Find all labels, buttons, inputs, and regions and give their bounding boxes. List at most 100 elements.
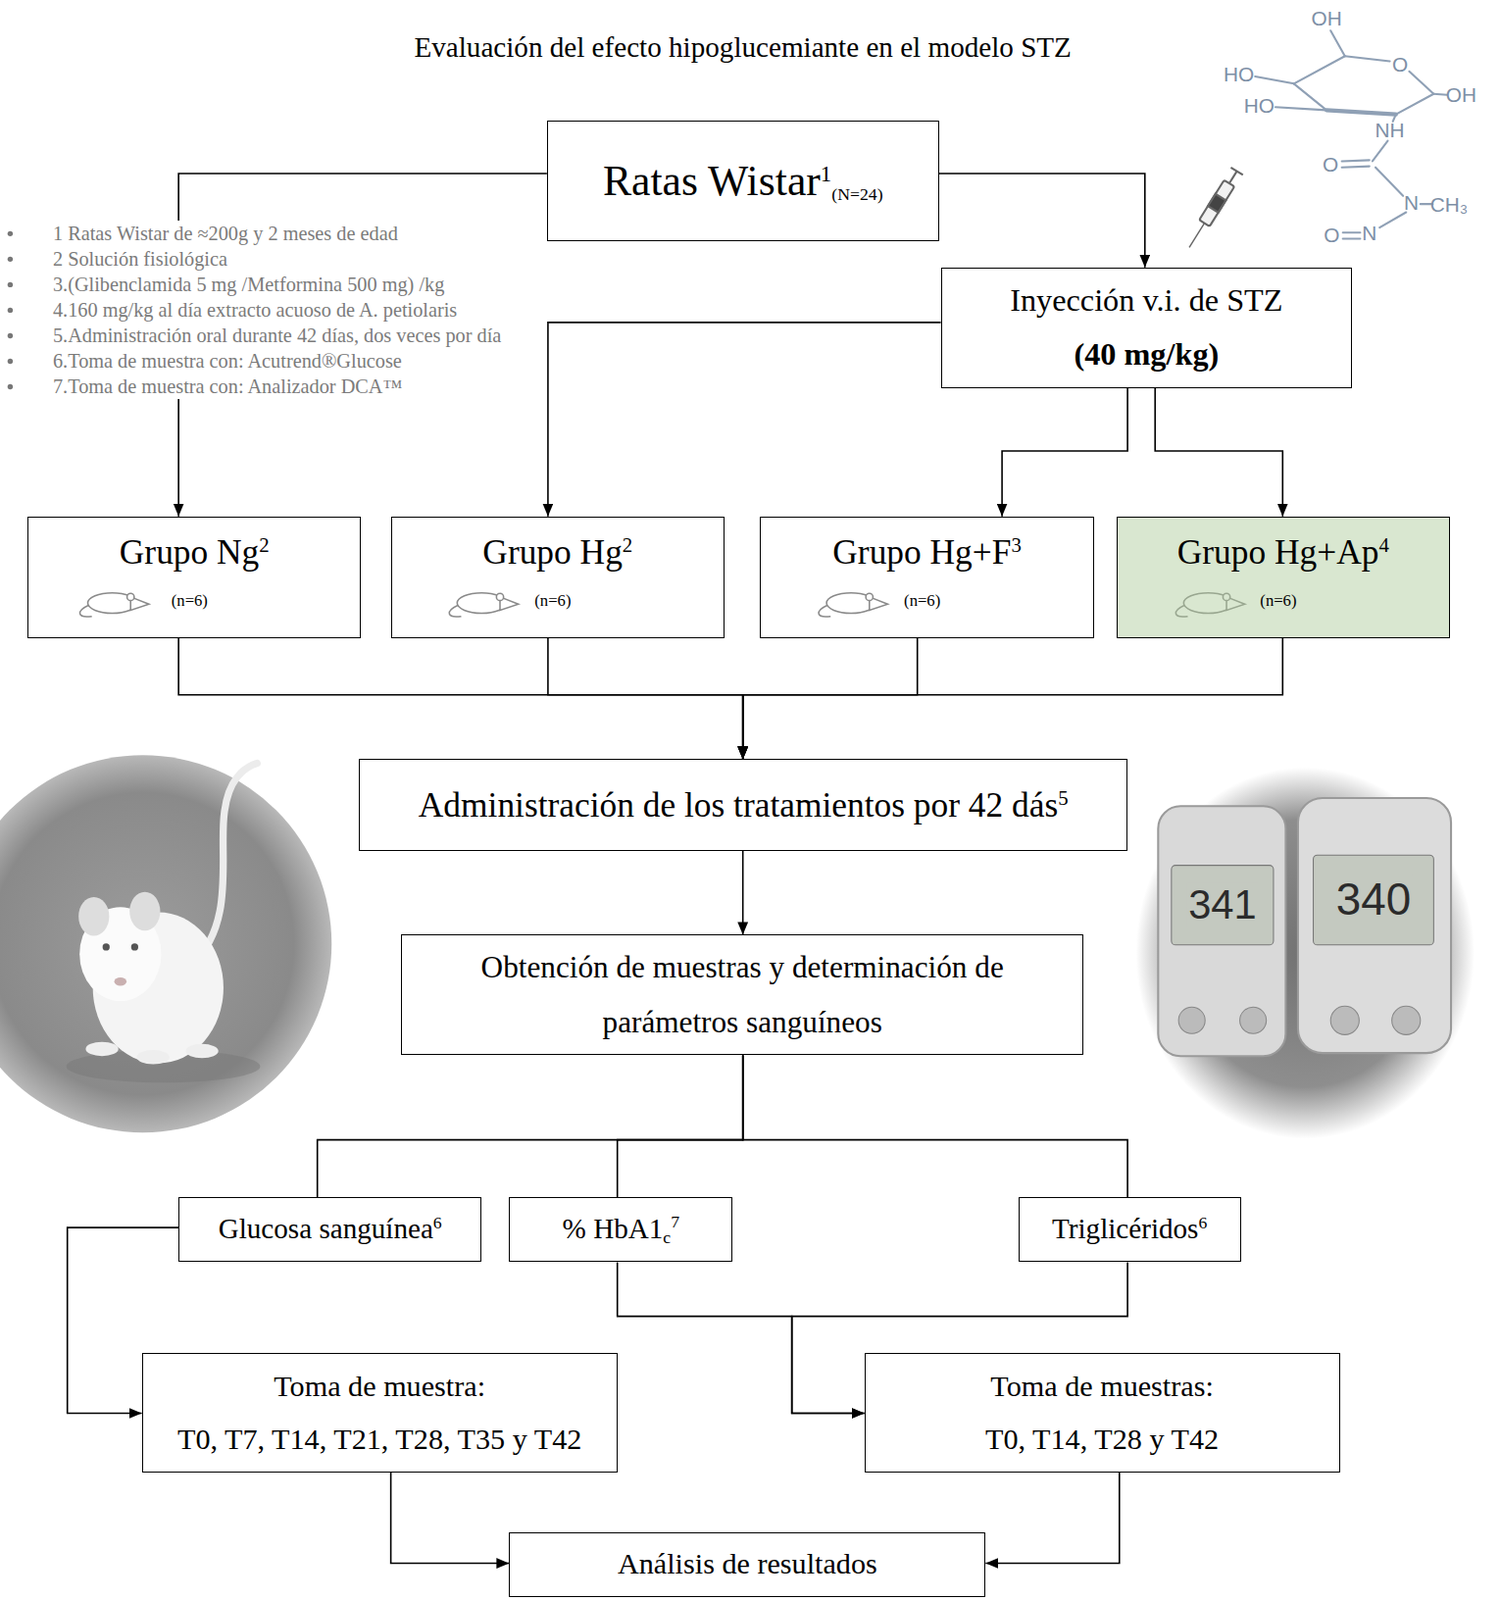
connector: [743, 638, 918, 760]
group-box: Grupo Hg2(n=6): [391, 516, 725, 639]
footnote-bullets: [7, 307, 13, 313]
rat-icon: [79, 593, 1245, 617]
streptozotocin-structure: [1275, 106, 1327, 110]
text-line: Toma de muestra:: [273, 1359, 486, 1413]
footnote-ref: 5: [1057, 786, 1068, 810]
atom-label: O: [1392, 52, 1408, 76]
rat-photo: [185, 1044, 218, 1059]
footnote-bullets: [7, 282, 13, 288]
rat-photo: [85, 1042, 118, 1057]
box-text: (n=6): [534, 591, 571, 610]
glucometer-photo: [1298, 798, 1451, 1053]
box-text: Toma de muestra:: [273, 1369, 486, 1403]
rat-icon: [456, 593, 506, 614]
rat-icon: [496, 593, 503, 600]
footnote-bullets: [7, 256, 13, 262]
streptozotocin-structure: [1342, 159, 1370, 161]
glucometer-photo: [1157, 805, 1286, 1056]
text-line: Administración de los tratamientos por 4…: [418, 782, 1069, 828]
connector: [985, 1472, 1119, 1564]
text-line: Glucosa sanguínea6: [218, 1210, 443, 1249]
subscript-text: (N=24): [831, 184, 883, 204]
streptozotocin-structure: [1294, 83, 1327, 110]
footnote-ref: 1: [820, 161, 832, 187]
footnote-ref: 7: [670, 1211, 680, 1232]
text-line: (n=6): [392, 591, 724, 612]
streptozotocin-structure: [1396, 94, 1435, 115]
glucometer-photo: [1313, 854, 1435, 946]
connector: [548, 638, 744, 760]
atom-label: O: [1323, 224, 1340, 248]
footnote-bullets: [7, 231, 13, 391]
rat-photo: [0, 754, 332, 1133]
group-box: Grupo Hg+Ap4(n=6): [1116, 516, 1450, 639]
process-box: Obtención de muestras y determinación de…: [400, 934, 1084, 1055]
footnote-ref: 6: [433, 1212, 443, 1233]
rat-icon: [449, 593, 518, 617]
rat-icon: [88, 593, 138, 614]
footnote: 6.Toma de muestra con: Acutrend®Glucose: [49, 348, 406, 374]
measure-box: Triglicéridos6: [1018, 1197, 1242, 1263]
atom-label: CH₃: [1430, 194, 1469, 217]
meter-reading: 340: [1334, 875, 1413, 925]
footnote: 3.(Glibenclamida 5 mg /Metformina 500 mg…: [49, 271, 449, 298]
rat-photo: [131, 943, 139, 950]
box-text: Toma de muestras:: [990, 1369, 1213, 1403]
diagram-title: Evaluación del efecto hipoglucemiante en…: [334, 29, 1151, 66]
box-text: (n=6): [903, 591, 941, 610]
result-box: Análisis de resultados: [508, 1532, 986, 1598]
text-line: Inyección v.i. de STZ: [1009, 273, 1283, 328]
rat-icon: [127, 593, 135, 600]
text-line: Obtención de muestras y determinación de…: [436, 940, 1049, 1050]
text-line: Grupo Hg+F3: [832, 529, 1022, 575]
streptozotocin-structure: [1343, 231, 1361, 234]
streptozotocin-structure: [1342, 166, 1370, 168]
footnote-bullets: [7, 358, 13, 364]
connector: [317, 1054, 744, 1198]
connector: [391, 1472, 510, 1564]
footnote-ref: 4: [1378, 533, 1389, 557]
footnote-bullets: [7, 384, 13, 390]
footnote-ref: 3: [1010, 533, 1021, 557]
connector: [178, 638, 744, 760]
connector: [617, 1054, 744, 1198]
glucometer-photo: [1392, 1005, 1421, 1035]
footnote: 2 Solución fisiológica: [49, 246, 232, 272]
text-line: Grupo Ng2: [119, 529, 270, 575]
footnote: 5.Administración oral durante 42 días, d…: [49, 322, 505, 349]
glucometer-photo: [1135, 767, 1475, 1140]
box-text: Análisis de resultados: [617, 1547, 878, 1581]
process-box: Inyección v.i. de STZ (40 mg/kg): [941, 267, 1352, 389]
footnote-bullets: [7, 231, 13, 237]
box-text: % HbA1: [562, 1212, 664, 1245]
dose-text: (40 mg/kg): [1073, 336, 1219, 372]
footnote: 7.Toma de muestra con: Analizador DCA™: [49, 373, 406, 400]
box-text: T0, T7, T14, T21, T28, T35 y T42: [177, 1422, 582, 1456]
meter-reading: 341: [1186, 882, 1258, 928]
syringe-icon: [1230, 167, 1243, 176]
syringe-icon: [1183, 167, 1244, 251]
rat-photo: [102, 943, 110, 950]
connector: [743, 1054, 1128, 1198]
syringe-icon: [1199, 180, 1235, 227]
connector: [67, 1227, 179, 1413]
atom-label: NH: [1375, 119, 1405, 143]
footnote-ref: 2: [622, 533, 633, 557]
rat-photo: [129, 892, 160, 932]
connector: [1154, 388, 1283, 517]
text-line: Ratas Wistar1(N=24): [602, 152, 884, 209]
footnote-bullets: [7, 333, 13, 339]
streptozotocin-structure: [1254, 30, 1448, 239]
box-text: (n=6): [171, 591, 208, 610]
text-line: (n=6): [760, 591, 1093, 612]
subscript-text: c: [662, 1227, 671, 1248]
group-box: Grupo Ng2 (n=6): [27, 516, 361, 639]
rat-photo: [78, 897, 109, 937]
text-line: (40 mg/kg): [1073, 327, 1219, 382]
box-text: T0, T14, T28 y T42: [985, 1422, 1219, 1456]
process-box: Administración de los tratamientos por 4…: [358, 758, 1128, 851]
text-line: Análisis de resultados: [617, 1545, 878, 1584]
connector: [617, 1261, 865, 1413]
streptozotocin-structure: [1326, 109, 1397, 114]
